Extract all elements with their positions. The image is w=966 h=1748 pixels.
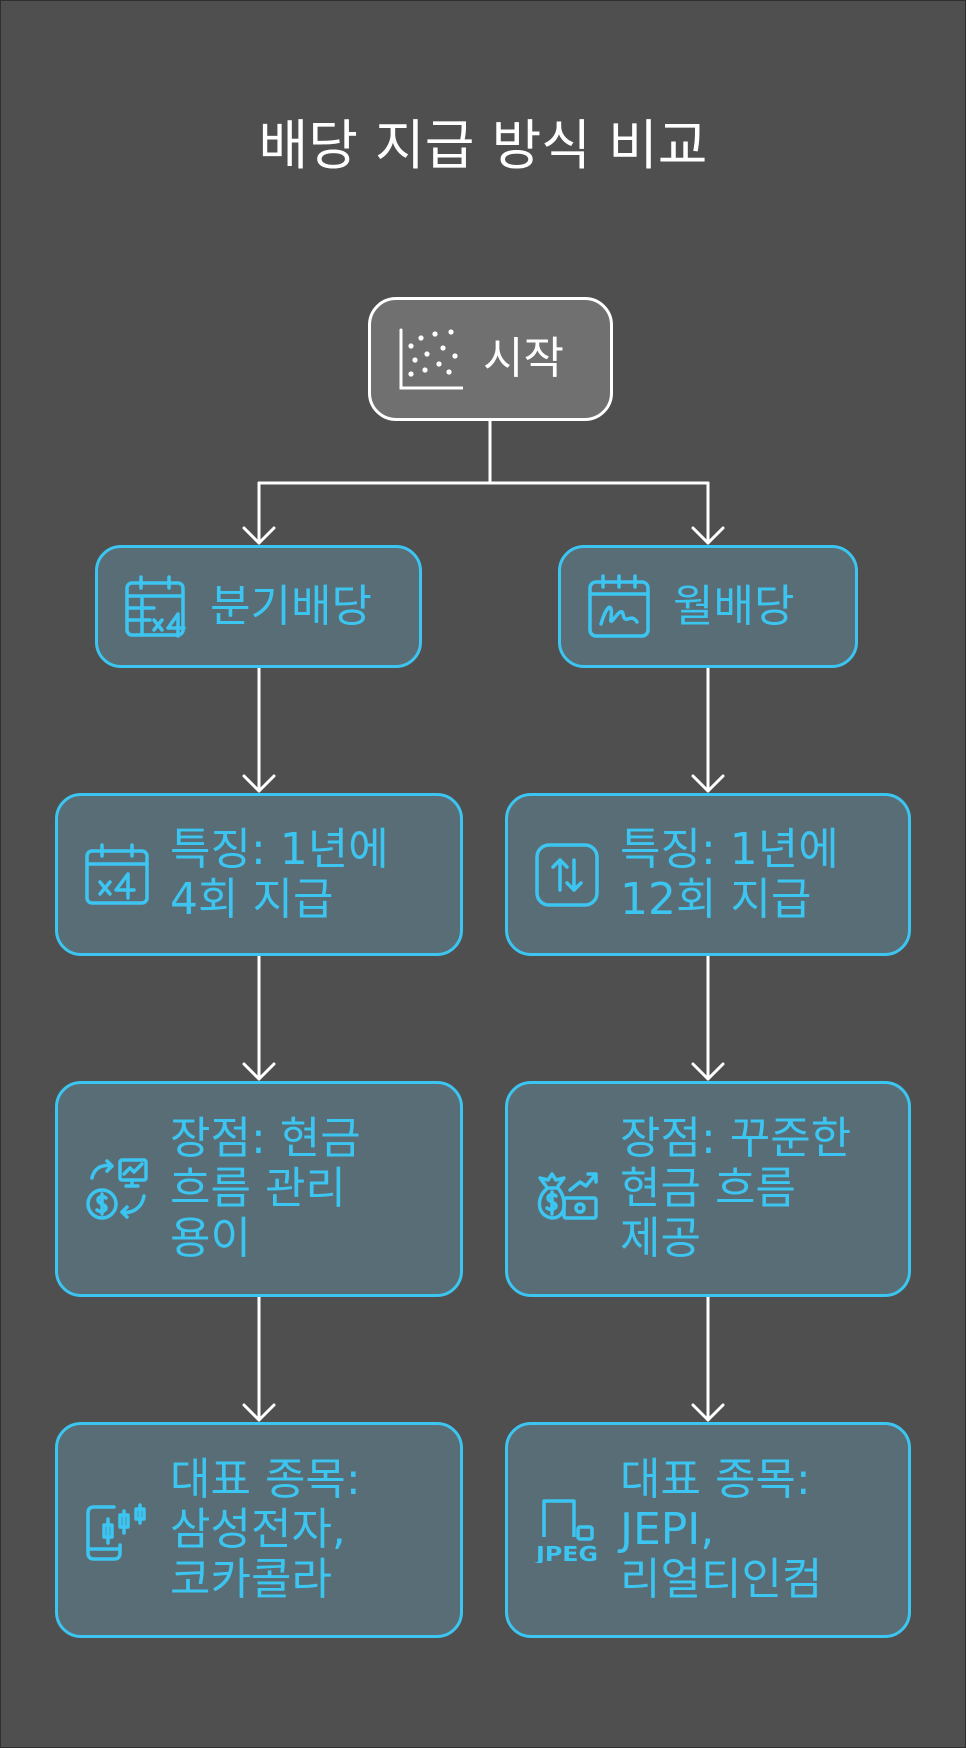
- calendar-x4-icon: [84, 842, 150, 908]
- edge-monthly-to-feature: [691, 666, 725, 793]
- edge-monthly-feature-to-advantage: [691, 954, 725, 1081]
- node-quarterly-examples: 대표 종목: 삼성전자, 코카콜라: [55, 1422, 463, 1638]
- money-bag-growth-icon: [534, 1156, 600, 1222]
- node-start-label: 시작: [483, 333, 564, 384]
- node-quarterly-feature-label: 특징: 1년에 4회 지급: [170, 823, 389, 925]
- node-quarterly-examples-label: 대표 종목: 삼성전자, 코카콜라: [170, 1454, 361, 1605]
- node-monthly-examples-label: 대표 종목: JEPI, 리얼티인컴: [620, 1454, 823, 1605]
- node-quarterly-advantage-label: 장점: 현금 흐름 관리 용이: [170, 1113, 361, 1264]
- edge-quarterly-feature-to-advantage: [242, 954, 276, 1081]
- calendar-x4-icon: [124, 574, 190, 640]
- edge-start-to-quarterly: [242, 481, 276, 545]
- mobile-stock-chart-icon: [84, 1497, 150, 1563]
- node-monthly-feature: 특징: 1년에 12회 지급: [505, 793, 911, 956]
- node-start: 시작: [368, 297, 613, 421]
- node-quarterly-advantage: 장점: 현금 흐름 관리 용이: [55, 1081, 463, 1297]
- edge-monthly-advantage-to-examples: [691, 1295, 725, 1422]
- edge-quarterly-to-feature: [242, 666, 276, 793]
- jpeg-file-icon: JPEG: [534, 1497, 600, 1563]
- edge-start-to-monthly: [691, 481, 725, 545]
- node-monthly-advantage-label: 장점: 꾸준한 현금 흐름 제공: [620, 1113, 852, 1264]
- node-monthly-examples: JPEG 대표 종목: JEPI, 리얼티인컴: [505, 1422, 911, 1638]
- node-monthly: 월배당: [558, 545, 858, 668]
- node-monthly-feature-label: 특징: 1년에 12회 지급: [620, 823, 839, 925]
- svg-text:JPEG: JPEG: [534, 1542, 598, 1563]
- node-quarterly: 분기배당: [95, 545, 422, 668]
- edge-quarterly-advantage-to-examples: [242, 1295, 276, 1422]
- diagram-title: 배당 지급 방식 비교: [258, 114, 708, 177]
- calendar-signature-icon: [587, 573, 653, 640]
- edge-start-branch: [257, 419, 710, 485]
- node-quarterly-label: 분기배당: [210, 580, 372, 632]
- node-quarterly-feature: 특징: 1년에 4회 지급: [55, 793, 463, 956]
- node-monthly-advantage: 장점: 꾸준한 현금 흐름 제공: [505, 1081, 911, 1297]
- exchange-arrows-icon: [534, 842, 600, 908]
- cash-flow-chart-icon: [84, 1156, 150, 1222]
- node-monthly-label: 월배당: [673, 580, 795, 632]
- scatter-plot-icon: [397, 326, 463, 392]
